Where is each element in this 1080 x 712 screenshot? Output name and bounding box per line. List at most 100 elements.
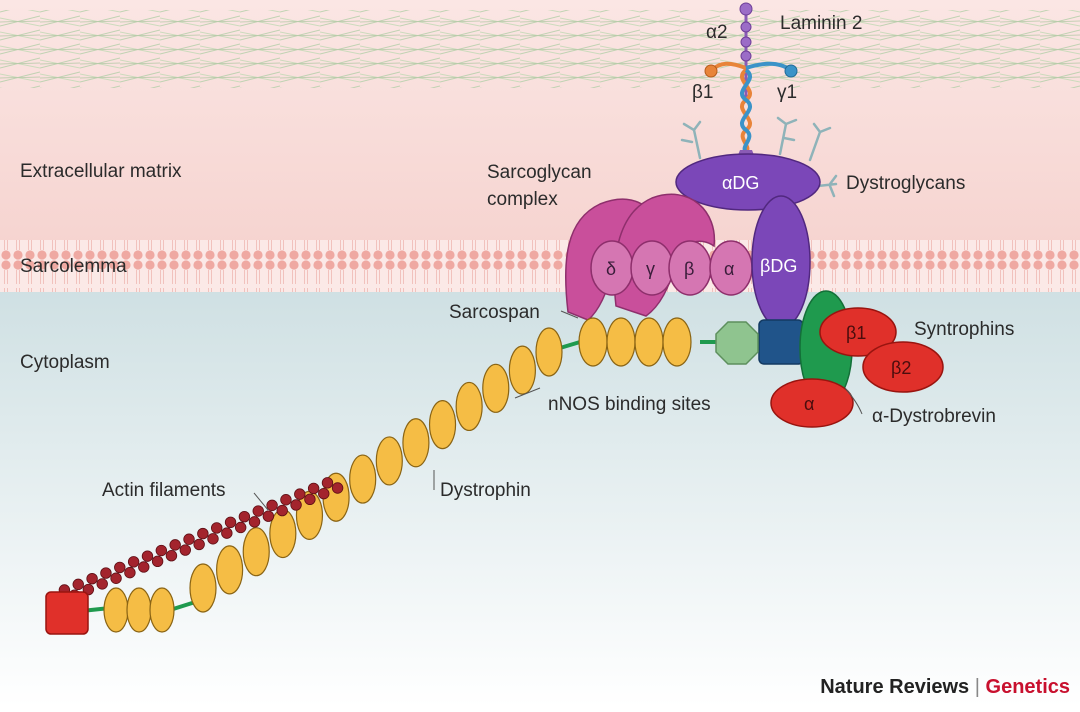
beta-dg-label: βDG	[760, 256, 797, 276]
laminin-2	[704, 2, 798, 160]
actin-binding-domain	[45, 591, 89, 635]
dystrophin-cysteine-rich-domain	[715, 321, 759, 365]
actin-monomer	[321, 477, 334, 489]
actin-monomer	[72, 578, 84, 591]
nnos-pointer	[514, 387, 541, 399]
dystrobrevin-pointer	[844, 387, 863, 415]
basement-membrane-fibers	[0, 10, 1080, 88]
actin-monomer	[248, 516, 261, 528]
actin-monomer	[221, 527, 233, 539]
actin-monomer	[280, 494, 292, 506]
actin-monomer	[183, 533, 195, 545]
actin-monomer	[124, 566, 136, 579]
sarcospan-pointer	[560, 310, 579, 319]
actin-monomer	[155, 544, 168, 557]
actin-monomer	[211, 522, 223, 534]
sarcoglycan-subunits	[590, 240, 753, 296]
spectrin-repeat	[216, 545, 244, 595]
actin-monomer	[114, 561, 126, 574]
actin-monomer	[141, 550, 154, 562]
spectrin-repeat	[103, 587, 129, 633]
actin-monomer	[100, 567, 112, 579]
spectrin-repeat	[189, 563, 217, 613]
credit-journal: Genetics	[985, 676, 1070, 698]
sg-delta-label: δ	[606, 259, 616, 279]
laminin-g1-label: γ1	[777, 82, 797, 103]
credit-publisher: Nature Reviews	[820, 676, 970, 698]
credit-separator: |	[974, 676, 980, 698]
spectrin-repeat	[482, 363, 510, 413]
syntrophin-alpha[interactable]	[770, 378, 854, 428]
syntrophins-label: Syntrophins	[914, 319, 1014, 340]
actin-monomer	[252, 505, 264, 517]
actin-monomer	[294, 488, 306, 500]
actin-monomer	[234, 521, 247, 534]
syntrophin-beta1[interactable]	[819, 307, 897, 357]
spectrin-repeat	[535, 327, 563, 377]
actin-monomer	[151, 555, 164, 568]
sg-alpha-label: α	[724, 259, 734, 279]
syntrophin-b1-label: β1	[846, 323, 866, 343]
actin-monomer	[290, 499, 302, 511]
syntrophin-b2-label: β2	[891, 358, 911, 378]
actin-monomer	[179, 544, 191, 556]
nnos-label: nNOS binding sites	[548, 394, 711, 415]
actin-monomer	[197, 527, 209, 540]
actin-monomer	[193, 538, 205, 551]
spectrin-repeat	[508, 345, 536, 395]
sg-beta-label: β	[684, 259, 694, 279]
actin-monomer	[304, 493, 316, 505]
actin-monomer	[266, 499, 278, 512]
spectrin-repeat	[428, 400, 457, 450]
spectrin-repeat	[149, 587, 175, 633]
actin-label: Actin filaments	[102, 480, 226, 501]
sarcospan-label: Sarcospan	[449, 302, 540, 323]
spectrin-repeat	[242, 527, 270, 577]
figure-credit: Nature Reviews | Genetics	[820, 676, 1070, 699]
alpha-dg-label: αDG	[722, 173, 759, 193]
sarcoglycan-label-line1: Sarcoglycan	[487, 162, 592, 183]
dystrobrevin-label: α-Dystrobrevin	[872, 406, 996, 427]
actin-monomer	[169, 539, 181, 551]
actin-monomer	[86, 573, 98, 585]
ecm-label: Extracellular matrix	[20, 161, 182, 182]
spectrin-repeat	[375, 436, 403, 486]
spectrin-repeat	[606, 317, 636, 367]
cytoplasm-label: Cytoplasm	[20, 352, 110, 373]
laminin-alpha2-beads	[739, 2, 753, 62]
spectrin-repeat	[578, 317, 608, 367]
dystrophin-label: Dystrophin	[440, 480, 531, 501]
actin-monomer	[238, 510, 251, 523]
spectrin-repeat	[402, 418, 430, 468]
sarcolemma-label: Sarcolemma	[20, 256, 127, 277]
spectrin-repeat	[634, 317, 664, 367]
glycan-chains	[680, 116, 838, 198]
spectrin-repeat	[662, 317, 692, 367]
syntrophin-a-label: α	[804, 394, 814, 414]
actin-pointer	[253, 492, 269, 511]
sarcolemma-lipids	[0, 240, 1080, 292]
actin-monomer	[96, 578, 108, 590]
spectrin-repeat	[126, 587, 152, 633]
actin-monomer	[110, 572, 122, 584]
laminin-a2-label: α2	[706, 22, 728, 43]
syntrophin-beta2[interactable]	[862, 341, 944, 393]
sarcoglycan-label-line2: complex	[487, 189, 558, 210]
dystroglycans-label: Dystroglycans	[846, 173, 965, 194]
actin-monomer	[276, 504, 288, 517]
actin-monomer	[331, 482, 344, 494]
actin-monomer	[318, 487, 330, 500]
sarcoglycan-complex[interactable]	[564, 193, 753, 321]
sg-gamma-label: γ	[646, 259, 655, 279]
laminin-label: Laminin 2	[780, 13, 862, 34]
spectrin-repeat	[349, 454, 377, 504]
actin-monomer	[262, 510, 275, 522]
actin-monomer	[165, 549, 178, 562]
actin-monomer	[307, 482, 320, 495]
actin-monomer	[207, 533, 219, 545]
actin-filament[interactable]	[58, 477, 344, 601]
beta-dg-cytoplasmic-tail	[758, 319, 804, 365]
laminin-coil-blue	[740, 68, 752, 154]
